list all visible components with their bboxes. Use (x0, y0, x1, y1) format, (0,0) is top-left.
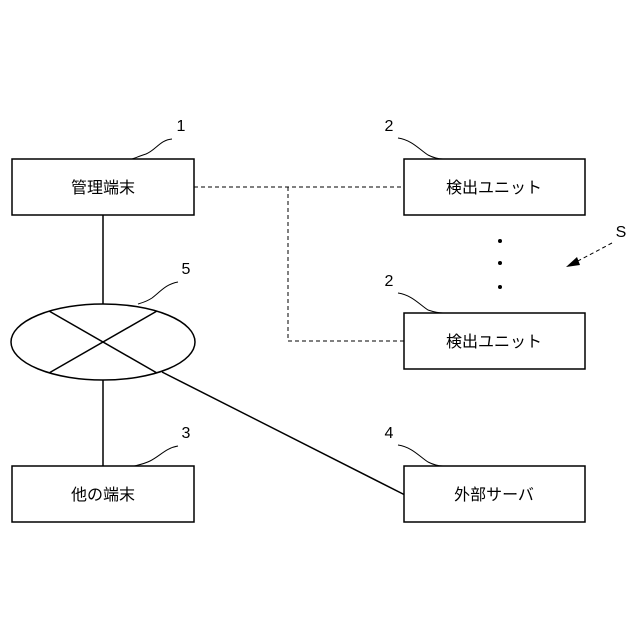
ref-detection-unit-top: 2 (385, 118, 394, 135)
leader-management-terminal (132, 139, 172, 159)
ellipsis-dot (498, 285, 502, 289)
ref-system: S (616, 224, 627, 241)
detection-unit-top-node: 検出ユニット (404, 159, 585, 215)
ref-external-server: 4 (385, 425, 394, 442)
ellipsis-dots (498, 239, 502, 289)
leader-network (138, 282, 178, 304)
arrow-head-icon (566, 257, 580, 267)
leader-detection-unit-top (398, 138, 443, 159)
ellipsis-dot (498, 239, 502, 243)
network-node (11, 304, 195, 380)
system-arrow (566, 243, 612, 267)
detection-unit-bottom-node: 検出ユニット (404, 313, 585, 369)
leader-detection-unit-bottom (398, 293, 443, 313)
detection-unit-bottom-label: 検出ユニット (446, 332, 542, 351)
edge-network-to-external-server (162, 372, 405, 495)
management-terminal-node: 管理端末 (12, 159, 194, 215)
ref-network: 5 (182, 261, 191, 278)
ref-other-terminal: 3 (182, 425, 191, 442)
edge-terminal-to-detection-unit-bottom (288, 187, 404, 341)
management-terminal-label: 管理端末 (71, 178, 135, 197)
leader-external-server (398, 445, 443, 466)
leader-other-terminal (134, 446, 178, 466)
external-server-node: 外部サーバ (404, 466, 585, 522)
detection-unit-top-label: 検出ユニット (446, 178, 542, 197)
other-terminal-label: 他の端末 (71, 485, 135, 504)
ref-management-terminal: 1 (177, 118, 186, 135)
external-server-label: 外部サーバ (454, 485, 534, 504)
ellipsis-dot (498, 261, 502, 265)
other-terminal-node: 他の端末 (12, 466, 194, 522)
ref-detection-unit-bottom: 2 (385, 273, 394, 290)
